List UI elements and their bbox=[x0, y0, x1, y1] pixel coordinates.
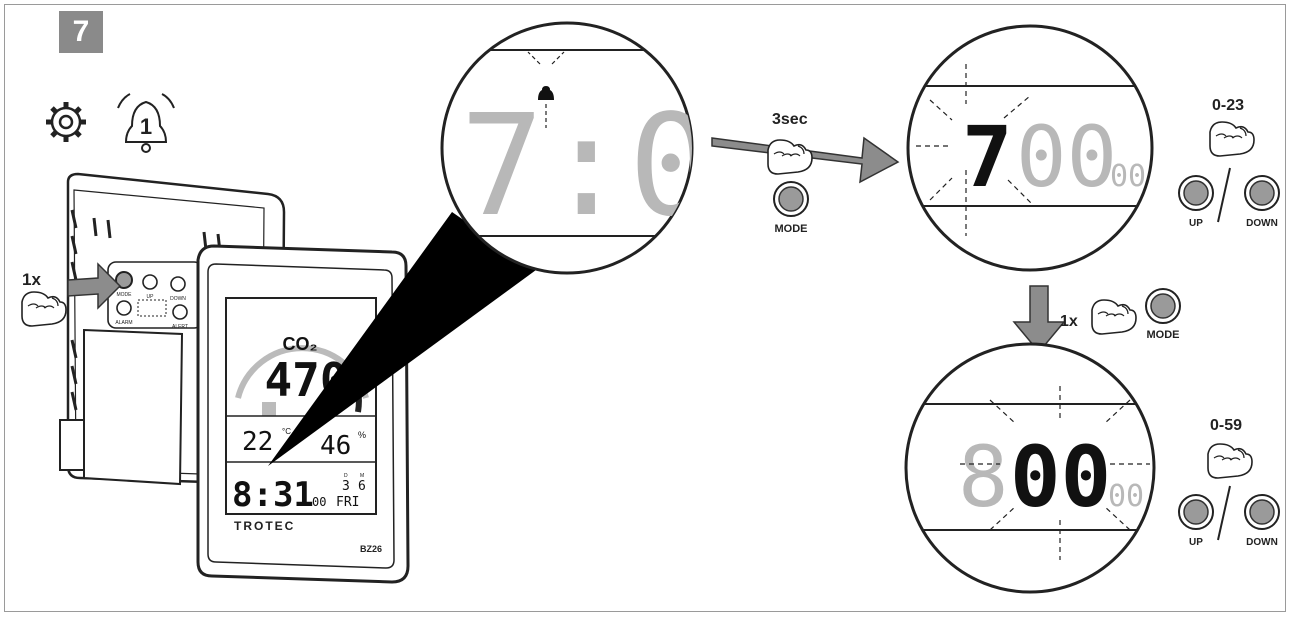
date-d-label: D bbox=[344, 473, 348, 479]
down-button-icon[interactable] bbox=[1244, 175, 1280, 211]
up-label: UP bbox=[1189, 218, 1203, 229]
date-day: 3 bbox=[342, 479, 350, 494]
zoom2-hours: 7 bbox=[962, 108, 1013, 206]
zoom2-minutes: 00 bbox=[1016, 108, 1117, 206]
back-alarm-label: ALARM bbox=[115, 320, 132, 326]
mode-button-icon-2[interactable] bbox=[1145, 288, 1181, 324]
zoom3-seconds: 00 bbox=[1108, 479, 1144, 514]
zoom3-minutes: 00 bbox=[1010, 428, 1111, 526]
temperature-unit: °C bbox=[282, 427, 291, 436]
step-number-badge: 7 bbox=[59, 11, 103, 53]
model-name: BZ26 bbox=[360, 544, 382, 554]
mode-button-label-2: MODE bbox=[1147, 329, 1180, 341]
pointing-hand-icon bbox=[1091, 299, 1137, 335]
hold-duration: 3sec bbox=[772, 111, 808, 128]
zoom2-seconds: 00 bbox=[1110, 159, 1146, 194]
day-of-week: FRI bbox=[336, 495, 359, 510]
pointing-hand-icon bbox=[1207, 443, 1253, 479]
zoom-display-hour-setting: 7 00 00 bbox=[906, 24, 1154, 272]
back-up-button[interactable] bbox=[142, 274, 158, 290]
back-mode-button[interactable] bbox=[115, 271, 133, 289]
zoom-display-minute-setting: 8 00 00 bbox=[904, 342, 1156, 594]
back-mode-label: MODE bbox=[117, 292, 133, 298]
up-button-icon[interactable] bbox=[1178, 175, 1214, 211]
up-label-2: UP bbox=[1189, 537, 1203, 548]
clock-time: 8:31 bbox=[232, 475, 314, 515]
humidity-value: 46 bbox=[320, 431, 351, 461]
gear-icon bbox=[46, 102, 86, 142]
up-button-icon-2[interactable] bbox=[1178, 494, 1214, 530]
device-front: CO₂ 470 22 °C 46 % 8:31 00 FRI 3 6 D M T… bbox=[196, 244, 410, 584]
down-label-2: DOWN bbox=[1246, 537, 1278, 548]
hold-arrow bbox=[711, 136, 900, 184]
brand-logo: TROTEC bbox=[234, 519, 295, 533]
press-arrow-left bbox=[67, 262, 122, 310]
down-button-icon-2[interactable] bbox=[1244, 494, 1280, 530]
back-alert-label: ALERT bbox=[172, 324, 188, 330]
date-m-label: M bbox=[360, 473, 364, 479]
date-month: 6 bbox=[358, 479, 366, 494]
next-step-arrow bbox=[1012, 285, 1066, 354]
down-label: DOWN bbox=[1246, 218, 1278, 229]
alarm-bell-icon: 1 bbox=[117, 93, 175, 153]
zoom-display-current-time: 7:00 bbox=[440, 21, 797, 275]
press-count-left: 1x bbox=[22, 270, 41, 289]
mode-button-icon[interactable] bbox=[773, 181, 809, 217]
zoom1-time: 7:00 bbox=[460, 85, 797, 248]
press-count-mid: 1x bbox=[1060, 313, 1078, 330]
co2-label: CO₂ bbox=[283, 334, 318, 354]
back-down-button[interactable] bbox=[170, 276, 186, 292]
temperature-value: 22 bbox=[242, 427, 273, 457]
back-alert-button[interactable] bbox=[172, 304, 188, 320]
mode-button-label: MODE bbox=[775, 223, 808, 235]
zoom3-hours: 8 bbox=[958, 428, 1009, 526]
pointing-hand-icon bbox=[1209, 121, 1255, 157]
hour-range: 0-23 bbox=[1212, 97, 1244, 114]
alarm-number: 1 bbox=[140, 114, 152, 139]
clock-seconds: 00 bbox=[312, 495, 326, 509]
zoom-pointer bbox=[268, 212, 536, 466]
back-up-label: UP bbox=[147, 294, 155, 300]
back-alarm-button[interactable] bbox=[116, 300, 132, 316]
humidity-unit: % bbox=[358, 430, 366, 440]
minute-range: 0-59 bbox=[1210, 417, 1242, 434]
diagram-frame bbox=[4, 4, 1286, 612]
back-down-label: DOWN bbox=[170, 296, 186, 302]
pointing-hand-icon bbox=[21, 291, 67, 327]
pointing-hand-icon bbox=[767, 139, 813, 175]
